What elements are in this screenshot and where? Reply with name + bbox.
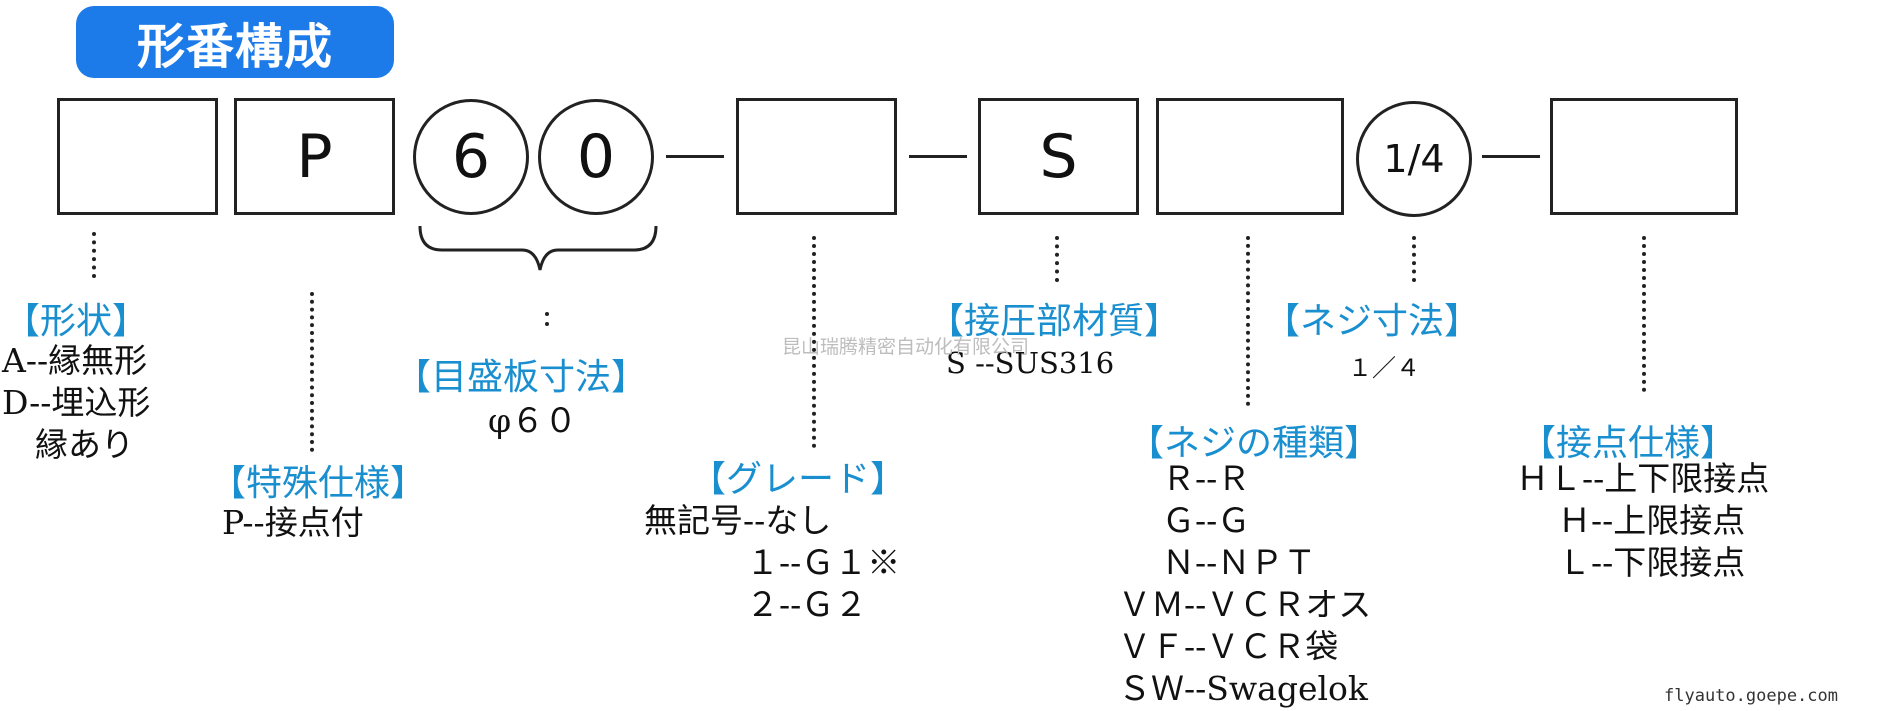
shape-connector [92,232,96,278]
contact-option-hl: ＨＬ--上下限接点 [1516,459,1770,498]
diagram-title: 形番構成 [136,19,333,75]
dial-digit-1-circle: 6 [413,99,529,215]
dial-digit-2-circle: 0 [538,99,654,215]
thread-size-option: １／４ [1348,354,1420,382]
shape-code-box [57,98,218,215]
shape-option-d: D--埋込形 [2,383,151,422]
thread-type-option-g: Ｇ--Ｇ [1162,501,1251,540]
thread-type-option-vf: ＶＦ--ＶＣＲ袋 [1118,627,1339,666]
shape-heading: 【形状】 [4,301,149,342]
title-badge: 形番構成 [76,6,394,78]
separator-dash [1482,155,1540,158]
contact-option-h: Ｈ--上限接点 [1558,501,1746,540]
thread-type-option-vm: ＶＭ--ＶＣＲオス [1118,585,1372,624]
thread-type-option-n: Ｎ--ＮＰＴ [1162,543,1317,582]
thread-type-connector [1246,236,1250,406]
grade-connector [812,236,816,448]
shape-option-d-note: 縁あり [2,425,134,464]
separator-dash [909,155,967,158]
contact-option-l: Ｌ--下限接点 [1558,543,1746,582]
grade-code-box [736,98,897,215]
special-heading: 【特殊仕様】 [210,463,427,504]
grade-heading: 【グレード】 [690,459,907,500]
grade-option-none: 無記号--なし [644,501,832,540]
material-option-s: S --SUS316 [946,346,1115,380]
contact-connector [1642,236,1646,392]
material-connector [1055,236,1059,282]
thread-size-heading: 【ネジ寸法】 [1264,301,1481,342]
site-watermark: flyauto.goepe.com [1664,686,1838,706]
thread-type-code-box [1156,98,1344,215]
thread-type-option-sw: ＳＷ--Swagelok [1118,669,1368,708]
grade-option-1: １--Ｇ１※ [746,543,901,582]
dial-connector [545,312,549,326]
material-code-box: S [978,98,1139,215]
separator-dash [666,155,724,158]
dial-heading: 【目盛板寸法】 [395,357,648,398]
grade-option-2: ２--Ｇ２ [746,585,868,624]
special-option-p: P--接点付 [222,503,364,542]
dial-option: φ６０ [488,401,578,440]
material-heading: 【接圧部材質】 [928,301,1181,342]
special-connector [310,292,314,452]
thread-size-connector [1412,236,1416,282]
company-watermark: 昆山瑞腾精密自动化有限公司 [782,336,1030,358]
shape-option-a: A--縁無形 [2,341,148,380]
thread-type-heading: 【ネジの種類】 [1128,423,1381,464]
thread-type-option-r: Ｒ--Ｒ [1162,459,1251,498]
special-code-box: P [234,98,395,215]
thread-size-circle: 1/4 [1356,101,1472,217]
contact-code-box [1550,98,1738,215]
contact-heading: 【接点仕様】 [1520,423,1737,464]
dial-brace [418,225,658,271]
